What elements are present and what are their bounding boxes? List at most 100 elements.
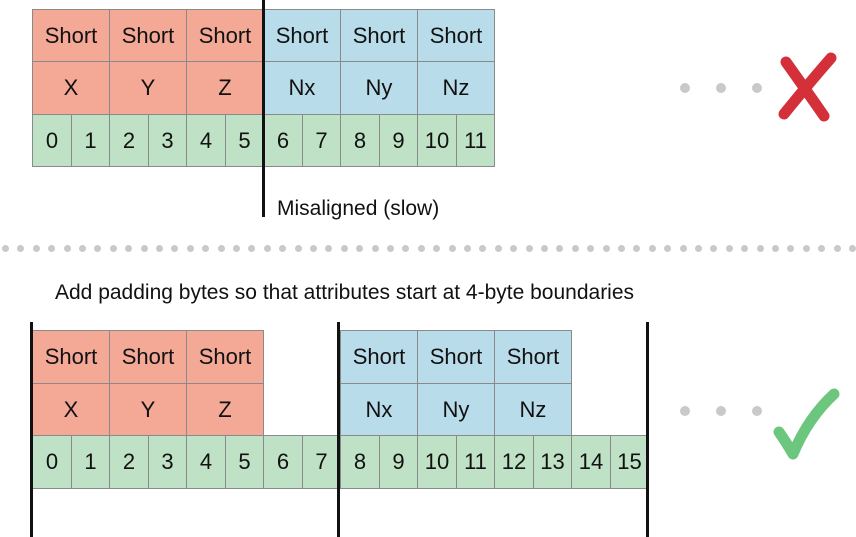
separator-dot (156, 245, 163, 252)
separator-dot (695, 245, 702, 252)
byte-cell: 1 (71, 114, 110, 167)
separator-dot (217, 245, 225, 252)
separator-dot (356, 245, 364, 252)
byte-cell: 4 (186, 114, 226, 167)
check-icon (773, 388, 840, 460)
separator-dot (541, 245, 548, 252)
separator-dot (48, 245, 56, 252)
separator-dot (310, 245, 317, 252)
separator-dot (725, 245, 733, 252)
attr-name-cell: X (32, 383, 110, 436)
separator-dot (633, 245, 641, 252)
cross-icon (778, 52, 837, 122)
separator-dot (387, 245, 394, 252)
separator-dot (479, 245, 487, 252)
separator-dot (664, 245, 672, 252)
separator-dot (525, 245, 533, 252)
separator-dot (849, 245, 856, 252)
separator-dot (433, 245, 441, 252)
separator-dot (571, 245, 579, 252)
attr-name-cell: Ny (340, 61, 418, 115)
separator-dot (648, 245, 656, 252)
attr-type-cell: Short (494, 330, 572, 384)
byte-cell: 8 (340, 114, 380, 167)
attr-type-cell: Short (340, 9, 418, 62)
padding-byte-cell: 6 (263, 435, 303, 489)
byte-cell: 9 (379, 435, 418, 489)
byte-cell: 9 (379, 114, 418, 167)
attr-name-cell: X (32, 61, 110, 115)
separator-dot (756, 245, 764, 252)
separator-dot (94, 245, 102, 252)
ellipsis-dot (716, 406, 726, 416)
byte-cell: 8 (340, 435, 380, 489)
separator-dot (710, 245, 718, 252)
separator-dot (2, 245, 9, 252)
attr-type-cell: Short (417, 9, 495, 62)
attr-name-cell: Nz (494, 383, 572, 436)
attr-name-cell: Z (186, 61, 264, 115)
separator-dot (294, 245, 302, 252)
separator-dot (279, 245, 287, 252)
separator-dot (602, 245, 610, 252)
attr-name-cell: Z (186, 383, 264, 436)
byte-cell: 11 (456, 435, 495, 489)
padding-byte-cell: 7 (302, 435, 341, 489)
byte-cell: 5 (225, 114, 264, 167)
ellipsis-dot (752, 406, 762, 416)
attr-type-cell: Short (109, 330, 187, 384)
separator-dot (464, 245, 471, 252)
separator-dot (556, 245, 564, 252)
padding-byte-cell: 14 (571, 435, 611, 489)
separator-dot (402, 245, 410, 252)
instruction-text: Add padding bytes so that attributes sta… (55, 281, 635, 304)
ellipsis-dot (680, 406, 690, 416)
byte-cell: 7 (302, 114, 341, 167)
byte-cell: 3 (148, 435, 187, 489)
byte-cell: 0 (32, 435, 72, 489)
separator-dot (140, 245, 148, 252)
attr-type-cell: Short (186, 330, 264, 384)
separator-dot (818, 245, 826, 252)
attr-type-cell: Short (186, 9, 264, 62)
separator-dot (263, 245, 271, 252)
separator-dot (587, 245, 595, 252)
separator-dot (371, 245, 379, 252)
byte-cell: 12 (494, 435, 534, 489)
attr-name-cell: Nx (263, 61, 341, 115)
separator-dot (202, 245, 210, 252)
byte-cell: 10 (417, 435, 457, 489)
alignment-boundary-line (30, 322, 33, 537)
separator-dot (171, 245, 179, 252)
byte-cell: 0 (32, 114, 72, 167)
byte-cell: 6 (263, 114, 303, 167)
separator-dot (79, 245, 86, 252)
misaligned-boundary-line (262, 0, 265, 217)
separator-dot (109, 245, 117, 252)
separator-dot (325, 245, 333, 252)
separator-dot (772, 245, 779, 252)
ellipsis-dot (752, 83, 762, 93)
attr-name-cell: Nz (417, 61, 495, 115)
alignment-boundary-line (646, 322, 649, 537)
separator-dot (448, 245, 456, 252)
attr-name-cell: Y (109, 383, 187, 436)
byte-cell: 13 (533, 435, 572, 489)
attr-type-cell: Short (417, 330, 495, 384)
byte-cell: 5 (225, 435, 264, 489)
attr-name-cell: Nx (340, 383, 418, 436)
byte-cell: 3 (148, 114, 187, 167)
alignment-boundary-line (337, 322, 340, 537)
separator-dot (833, 245, 841, 252)
attr-type-cell: Short (340, 330, 418, 384)
separator-dot (233, 245, 240, 252)
separator-dot (186, 245, 194, 252)
byte-cell: 4 (186, 435, 226, 489)
separator-dot (494, 245, 502, 252)
ellipsis-dot (680, 83, 690, 93)
byte-cell: 2 (109, 435, 149, 489)
attr-type-cell: Short (109, 9, 187, 62)
separator-dot (741, 245, 749, 252)
byte-cell: 1 (71, 435, 110, 489)
separator-dot (787, 245, 795, 252)
